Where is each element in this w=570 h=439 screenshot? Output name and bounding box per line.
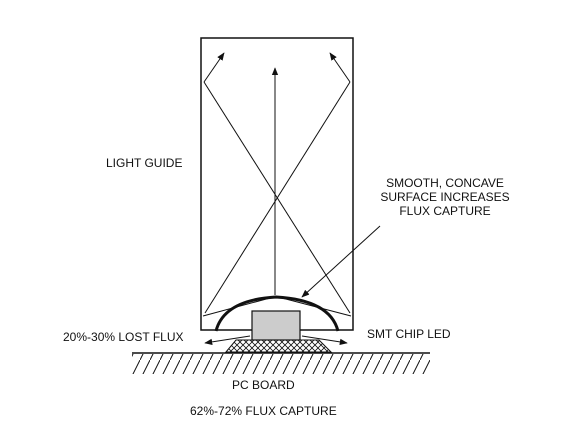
light-guide-label: LIGHT GUIDE <box>106 156 183 170</box>
pc-board-label: PC BOARD <box>232 378 295 392</box>
solder-pad <box>224 339 333 353</box>
pc-board-ground <box>132 354 430 374</box>
concave-surface <box>214 295 340 332</box>
callout-line-2: SURFACE INCREASES <box>380 190 510 204</box>
lost-flux-arrow-left <box>204 335 251 346</box>
ray-right-up <box>203 81 351 314</box>
smt-chip-led <box>251 310 301 341</box>
lost-flux-arrow-right <box>301 335 348 346</box>
lost-flux-label: 20%-30% LOST FLUX <box>63 330 184 344</box>
ray-right-up-arrow <box>203 52 225 83</box>
callout-line-1: SMOOTH, CONCAVE <box>386 176 504 190</box>
callout-line-3: FLUX CAPTURE <box>399 204 491 218</box>
smt-chip-led-label: SMT CHIP LED <box>367 327 451 341</box>
light-guide-rect <box>200 37 354 331</box>
concave-surface-callout: SMOOTH, CONCAVE SURFACE INCREASES FLUX C… <box>368 176 522 218</box>
ray-left-up-arrow <box>329 52 351 83</box>
flux-capture-label: 62%-72% FLUX CAPTURE <box>190 404 337 418</box>
callout-pointer <box>301 225 381 298</box>
